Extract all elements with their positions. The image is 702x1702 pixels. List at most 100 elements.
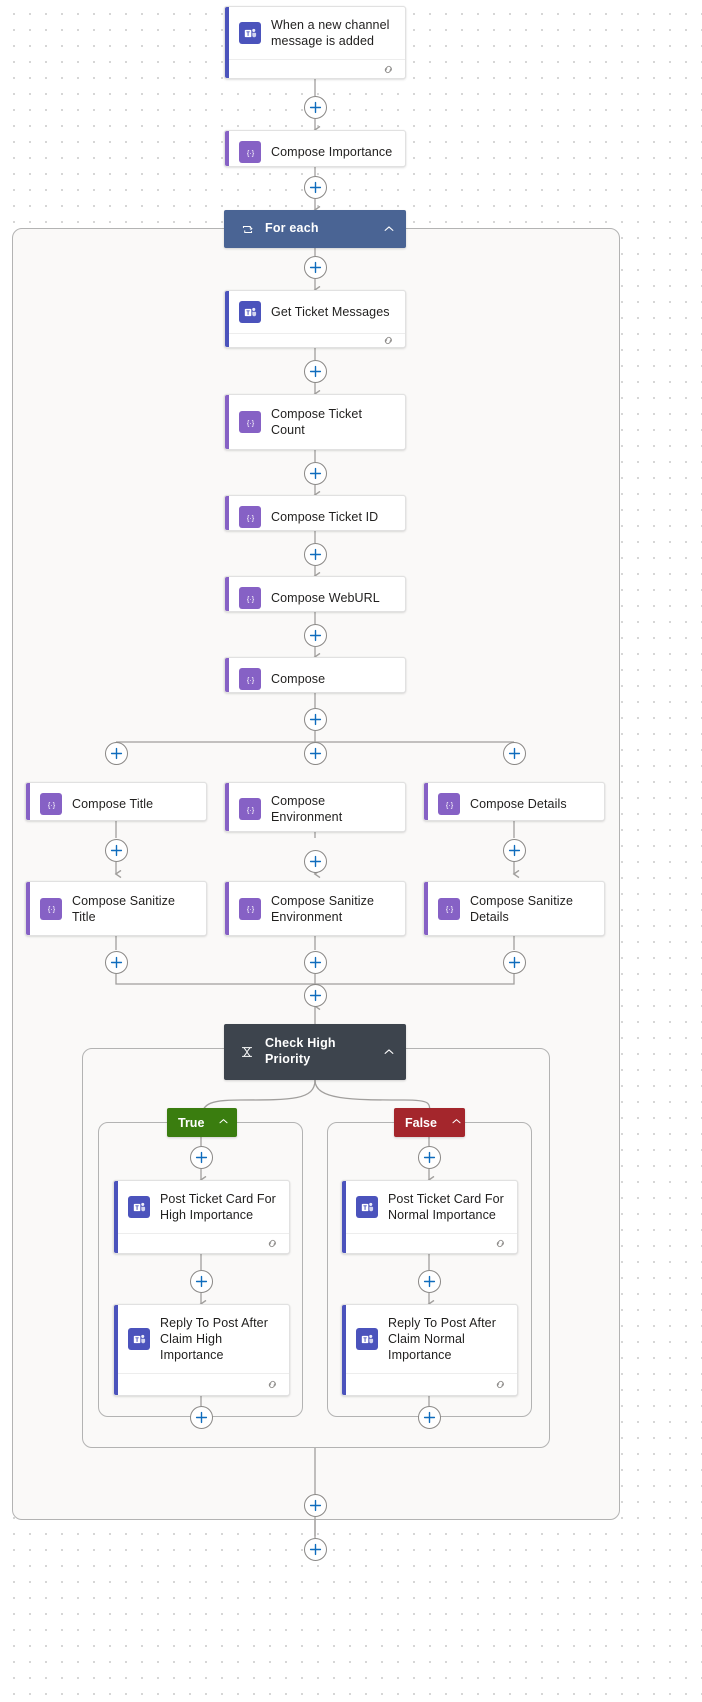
node-post-ticket-card-normal-importance[interactable]: Post Ticket Card For Normal Importance <box>341 1180 518 1254</box>
node-compose-details[interactable]: {·} Compose Details <box>423 782 605 821</box>
expression-icon: {·} <box>239 141 261 163</box>
node-accent-bar <box>225 395 229 449</box>
add-step-button[interactable] <box>418 1146 441 1169</box>
link-icon <box>384 65 392 73</box>
svg-text:{·}: {·} <box>246 594 254 603</box>
teams-icon <box>356 1328 378 1350</box>
node-compose-sanitize-details[interactable]: {·} Compose Sanitize Details <box>423 881 605 936</box>
node-accent-bar <box>225 131 229 166</box>
link-icon <box>384 336 392 345</box>
node-accent-bar <box>225 882 229 935</box>
link-icon <box>268 1380 276 1389</box>
node-label: Compose Sanitize Details <box>470 893 574 924</box>
add-step-button[interactable] <box>503 839 526 862</box>
control-check-high-priority[interactable]: Check High Priority <box>224 1024 406 1080</box>
expression-icon: {·} <box>239 668 261 690</box>
add-step-button[interactable] <box>105 839 128 862</box>
add-step-button[interactable] <box>190 1270 213 1293</box>
node-compose-title[interactable]: {·} Compose Title <box>25 782 207 821</box>
node-reply-to-post-after-claim-high-importance[interactable]: Reply To Post After Claim High Importanc… <box>113 1304 290 1396</box>
plus-icon <box>309 629 322 642</box>
add-step-button[interactable] <box>418 1406 441 1429</box>
add-step-button[interactable] <box>304 256 327 279</box>
node-compose-ticket-count[interactable]: {·} Compose Ticket Count <box>224 394 406 450</box>
teams-icon <box>239 301 261 323</box>
add-step-button[interactable] <box>304 176 327 199</box>
link-icon <box>496 1239 504 1248</box>
plus-icon <box>309 713 322 726</box>
add-step-button[interactable] <box>304 742 327 765</box>
node-label: Get Ticket Messages <box>271 305 390 319</box>
add-step-button[interactable] <box>304 543 327 566</box>
plus-icon <box>195 1411 208 1424</box>
branch-true-header[interactable]: True <box>167 1108 237 1137</box>
node-label: Reply To Post After Claim High Importanc… <box>160 1316 268 1362</box>
node-get-ticket-messages[interactable]: Get Ticket Messages <box>224 290 406 348</box>
loop-icon <box>237 223 257 236</box>
node-accent-bar <box>225 783 229 831</box>
branch-label: True <box>178 1115 205 1130</box>
plus-icon <box>309 1499 322 1512</box>
add-step-button[interactable] <box>304 1538 327 1561</box>
node-post-ticket-card-high-importance[interactable]: Post Ticket Card For High Importance <box>113 1180 290 1254</box>
add-step-button[interactable] <box>304 96 327 119</box>
node-accent-bar <box>225 658 229 692</box>
node-footer <box>342 1373 517 1395</box>
node-compose-ticket-id[interactable]: {·} Compose Ticket ID <box>224 495 406 531</box>
add-step-button[interactable] <box>304 951 327 974</box>
plus-icon <box>110 956 123 969</box>
teams-icon <box>128 1328 150 1350</box>
add-step-button[interactable] <box>304 624 327 647</box>
add-step-button[interactable] <box>503 742 526 765</box>
add-step-button[interactable] <box>304 708 327 731</box>
add-step-button[interactable] <box>418 1270 441 1293</box>
node-compose-environment[interactable]: {·} Compose Environment <box>224 782 406 832</box>
plus-icon <box>309 1543 322 1556</box>
node-label: Post Ticket Card For Normal Importance <box>388 1192 504 1222</box>
node-label: Compose Ticket Count <box>271 407 363 437</box>
chevron-up-icon[interactable] <box>382 1046 396 1058</box>
node-compose-weburl[interactable]: {·} Compose WebURL <box>224 576 406 612</box>
add-step-button[interactable] <box>190 1146 213 1169</box>
chevron-up-icon[interactable] <box>451 1116 462 1130</box>
add-step-button[interactable] <box>304 462 327 485</box>
branch-false-header[interactable]: False <box>394 1108 465 1137</box>
plus-icon <box>195 1275 208 1288</box>
add-step-button[interactable] <box>304 850 327 873</box>
add-step-button[interactable] <box>503 951 526 974</box>
control-for-each[interactable]: For each <box>224 210 406 248</box>
condition-icon <box>237 1045 257 1059</box>
svg-text:{·}: {·} <box>445 904 453 913</box>
add-step-button[interactable] <box>304 984 327 1007</box>
add-step-button[interactable] <box>304 1494 327 1517</box>
teams-icon <box>128 1196 150 1218</box>
node-compose-sanitize-title[interactable]: {·} Compose Sanitize Title <box>25 881 207 936</box>
node-trigger-when-new-channel-message[interactable]: When a new channel message is added <box>224 6 406 79</box>
expression-icon: {·} <box>239 798 261 820</box>
node-accent-bar <box>225 577 229 611</box>
control-label: For each <box>265 221 319 236</box>
plus-icon <box>423 1151 436 1164</box>
chevron-up-icon[interactable] <box>218 1116 229 1130</box>
plus-icon <box>110 844 123 857</box>
add-step-button[interactable] <box>304 360 327 383</box>
plus-icon <box>309 855 322 868</box>
node-compose-sanitize-environment[interactable]: {·} Compose Sanitize Environment <box>224 881 406 936</box>
node-footer <box>225 333 405 347</box>
plus-icon <box>110 747 123 760</box>
node-label: Compose Sanitize Environment <box>271 893 375 924</box>
svg-text:{·}: {·} <box>246 513 254 522</box>
add-step-button[interactable] <box>105 951 128 974</box>
expression-icon: {·} <box>239 506 261 528</box>
plus-icon <box>309 989 322 1002</box>
svg-text:{·}: {·} <box>47 904 55 913</box>
chevron-up-icon[interactable] <box>382 223 396 235</box>
node-compose[interactable]: {·} Compose <box>224 657 406 693</box>
node-compose-importance[interactable]: {·} Compose Importance <box>224 130 406 167</box>
plus-icon <box>309 467 322 480</box>
add-step-button[interactable] <box>190 1406 213 1429</box>
node-reply-to-post-after-claim-normal-importance[interactable]: Reply To Post After Claim Normal Importa… <box>341 1304 518 1396</box>
plus-icon <box>309 101 322 114</box>
add-step-button[interactable] <box>105 742 128 765</box>
